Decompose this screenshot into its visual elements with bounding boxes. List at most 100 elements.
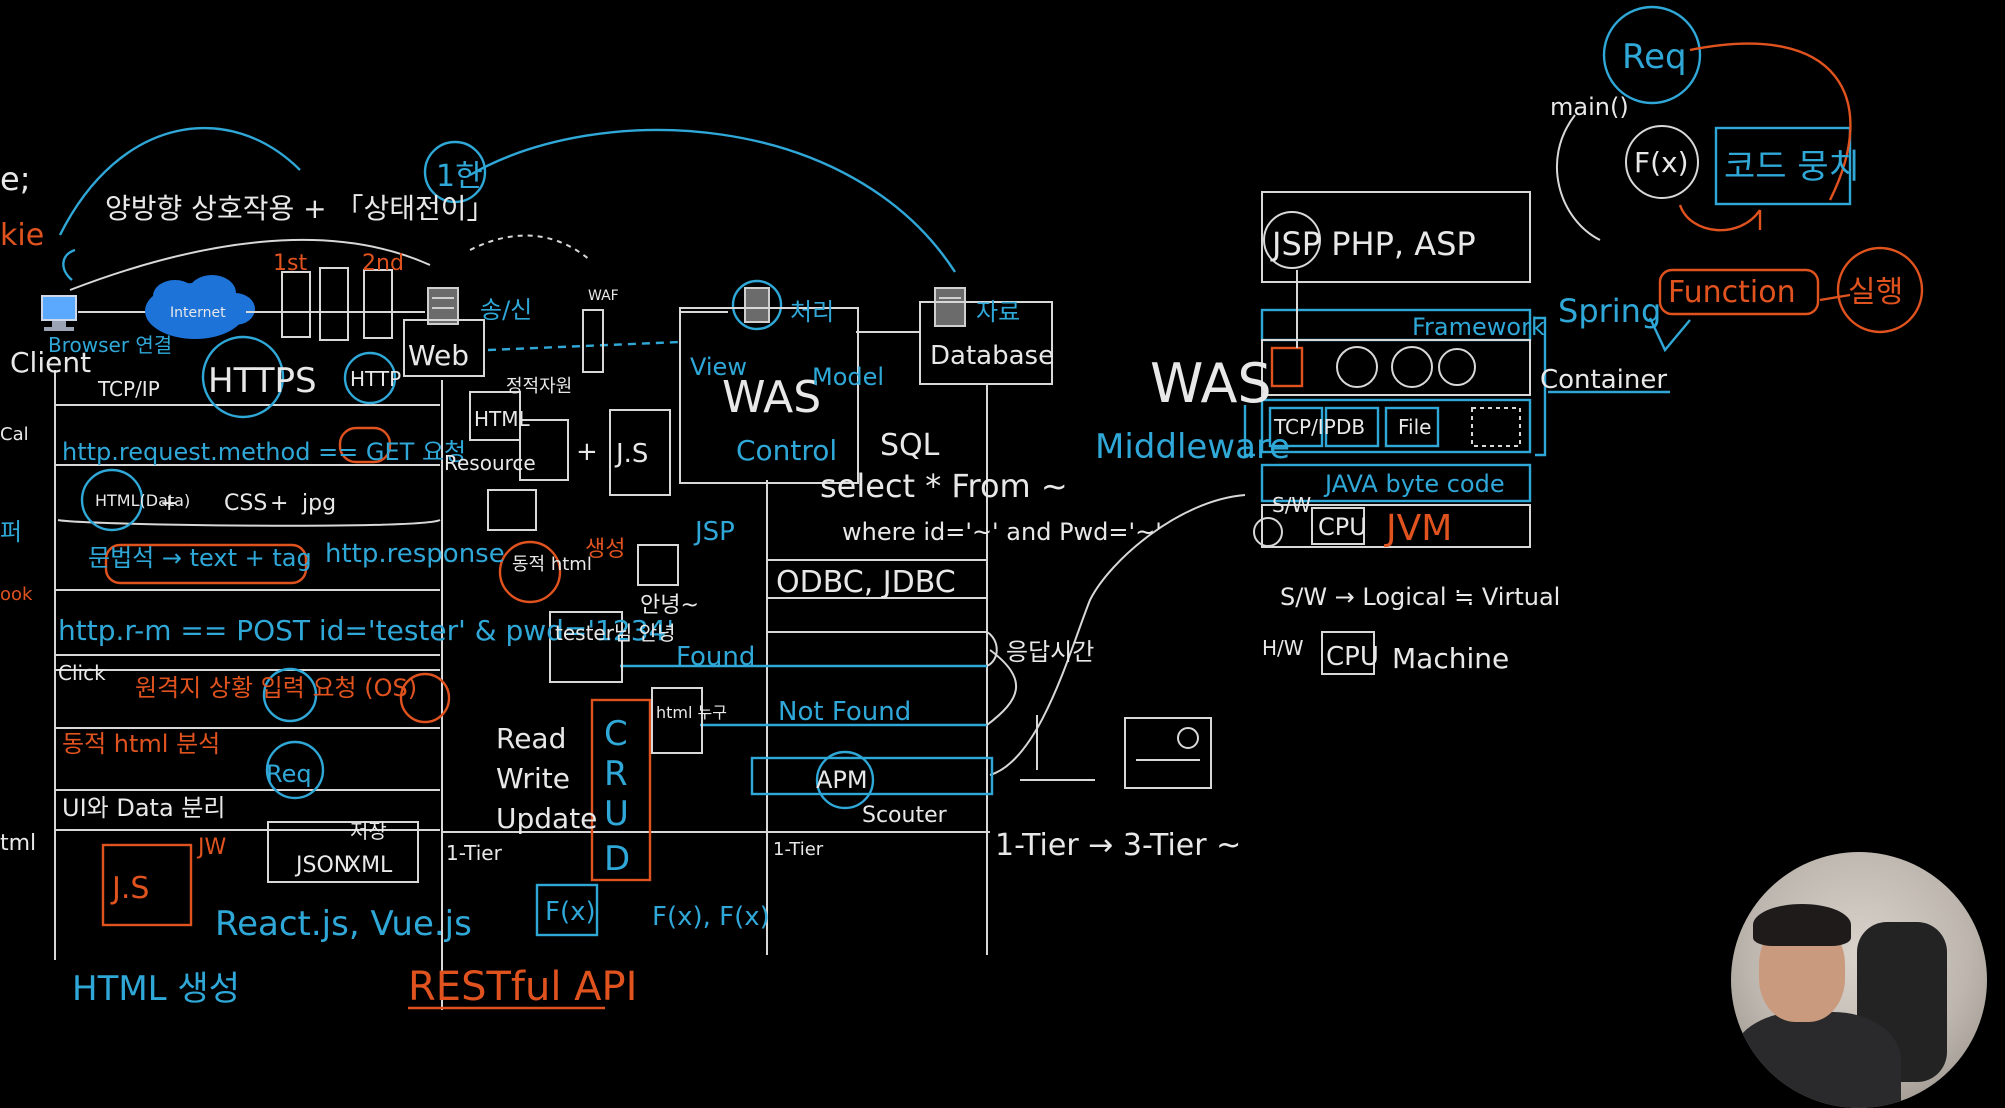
tier1-b-label: 1-Tier <box>773 839 824 860</box>
tier-arrow-label: 1-Tier → 3-Tier ~ <box>995 828 1241 863</box>
client-label: Client <box>10 346 91 379</box>
code-bundle-label: 코드 뭉치 <box>1724 147 1860 187</box>
jw-label: JW <box>196 835 226 860</box>
slot-1 <box>1270 346 1304 388</box>
html-data-circle <box>80 468 144 532</box>
waf-label: WAF <box>588 288 619 304</box>
https-circle <box>201 335 285 419</box>
whiteboard: Internet <box>0 5 1924 1010</box>
spring-label: Spring <box>1558 292 1661 330</box>
web-box <box>403 319 485 377</box>
scouter-label: Scouter <box>862 803 948 828</box>
second-label: 2nd <box>362 251 404 276</box>
json-label: JSON <box>294 853 350 878</box>
container-label: Container <box>1540 365 1667 395</box>
web-label: Web <box>408 339 469 372</box>
html-label: HTML <box>474 407 531 431</box>
fx-label: F(x) <box>545 897 596 927</box>
apm-label: APM <box>816 766 868 794</box>
packet-box-3 <box>363 269 393 339</box>
tier1-a-label: 1-Tier <box>446 841 503 865</box>
lib-box <box>1260 398 1532 454</box>
odbc-label: ODBC, JDBC <box>776 565 956 600</box>
apm-box <box>750 756 994 796</box>
slot-3 <box>1391 346 1433 388</box>
main-label: main() <box>1550 93 1629 121</box>
write-label: Write <box>496 762 570 795</box>
send-recv-label: 송/신 <box>480 296 532 324</box>
dynamic-circle <box>498 540 562 604</box>
framework-inner-box <box>1261 339 1531 396</box>
plus-3: + <box>576 437 598 467</box>
xml-label: XML <box>346 853 393 878</box>
hello-box <box>637 544 679 586</box>
static-res-label: 정적자원 <box>506 376 572 397</box>
jsp-php-box <box>1261 191 1531 283</box>
js-box <box>101 843 193 927</box>
plus-2: + <box>270 491 288 516</box>
cpu2-box <box>1321 631 1375 675</box>
jsp-label: JSP <box>693 517 735 547</box>
tester-hello-label: tester님 안녕 <box>555 621 676 645</box>
was-right-label: WAS <box>1150 352 1272 415</box>
crud-u: U <box>604 794 629 834</box>
jsp-php-asp-label: JSP PHP, ASP <box>1270 225 1476 263</box>
ui-data-label: UI와 Data 분리 <box>62 794 225 822</box>
crud-r: R <box>604 754 628 794</box>
tcpip2-label: TCP/IP <box>1273 415 1336 439</box>
presenter-webcam <box>1731 852 1987 1108</box>
req-circle <box>265 740 325 800</box>
read-label: Read <box>496 722 566 755</box>
execute-label: 실행 <box>1848 275 1903 310</box>
crud-c: C <box>604 714 628 754</box>
left-fragment-cal: Cal <box>0 424 29 445</box>
sw-logical-label: S/W → Logical ≒ Virtual <box>1280 583 1560 611</box>
top-arc-right <box>469 128 957 273</box>
was-box <box>679 307 859 484</box>
presenter-body <box>1731 1012 1901 1108</box>
left-fragment-html: tml <box>0 831 36 856</box>
os-circle <box>399 672 451 724</box>
bytecode-box <box>1260 463 1532 503</box>
storage-label: 저장 <box>350 819 387 843</box>
click-row-label: 원격지 상황 입력 요청 (OS) <box>135 674 417 702</box>
execute-circle <box>1836 246 1924 334</box>
jpg-label: jpg <box>301 491 336 516</box>
was-center-label: WAS <box>722 372 821 423</box>
monitor-chart-box <box>1124 717 1212 789</box>
presenter-hair <box>1753 904 1851 946</box>
frameworks-label: React.js, Vue.js <box>215 904 472 944</box>
cpu2-label: CPU <box>1326 642 1379 672</box>
internet-cloud-icon <box>145 275 255 339</box>
click-label: Click <box>58 661 106 685</box>
database-server-icon <box>934 287 966 327</box>
jsp-circle <box>1263 211 1321 269</box>
top-arc-left <box>58 127 301 236</box>
html-data-label: HTML(Data) <box>95 491 190 510</box>
curve-to-jvm <box>989 494 1246 776</box>
select-label: select * From ~ <box>820 467 1068 505</box>
left-fragment-kie: kie <box>0 218 44 253</box>
machine-label: Machine <box>1392 642 1509 675</box>
https-label: HTTPS <box>208 361 317 401</box>
http-label: HTTP <box>350 367 401 391</box>
cpu-label: CPU <box>1318 513 1367 541</box>
crud-d: D <box>604 839 630 879</box>
bidirectional-label: 양방향 상호작용 + 「상태전이」 <box>105 192 495 225</box>
arrow-response <box>57 519 441 527</box>
html-num-box <box>651 687 703 754</box>
fx-top-label: F(x) <box>1634 146 1689 179</box>
limit-circle <box>423 140 487 204</box>
sw-label: S/W <box>1272 493 1311 517</box>
js-label: J.S <box>614 439 648 469</box>
java-bytecode-label: JAVA byte code <box>1323 470 1505 498</box>
hello-label: 안녕~ <box>640 593 699 618</box>
fx-box <box>535 883 599 937</box>
top-arc-mid <box>469 234 591 261</box>
middleware-label: Middleware <box>1095 427 1290 467</box>
create-label: 생성 <box>585 537 625 562</box>
cpu-box <box>1311 507 1365 545</box>
database-label: Database <box>930 341 1054 371</box>
code-bundle-box <box>1714 126 1852 206</box>
crud-box <box>590 698 652 882</box>
